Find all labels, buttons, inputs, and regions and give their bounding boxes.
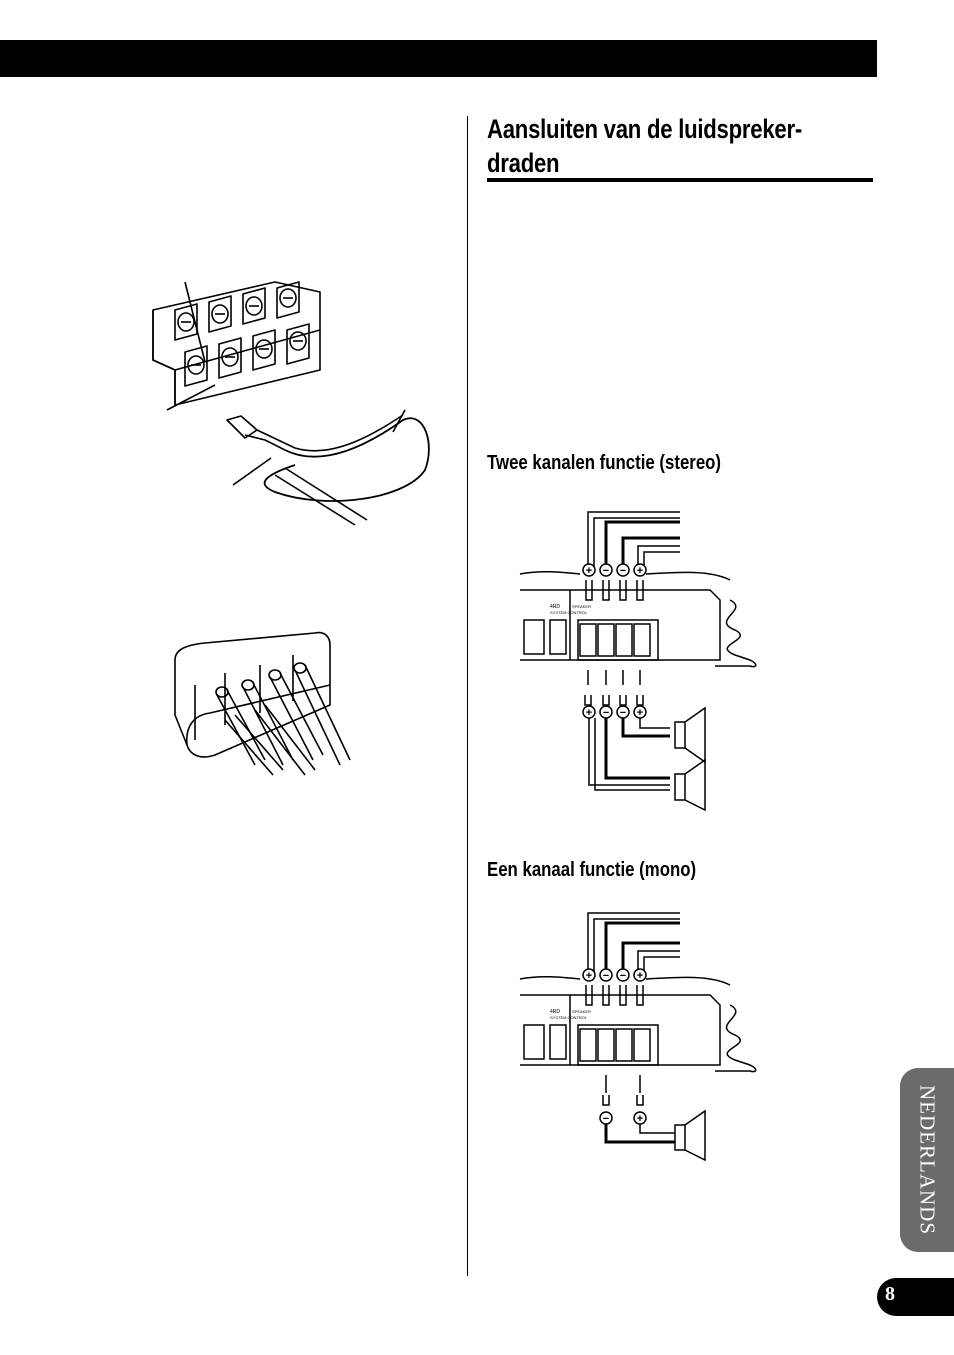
page-number-badge: 8 [877, 1278, 954, 1316]
language-label: NEDERLANDS [915, 1085, 940, 1235]
terminal-cover-illustration [174, 631, 351, 776]
stereo-bottom-sign-3: − [620, 707, 626, 719]
column-divider [467, 116, 468, 1276]
mono-top-sign-4: + [637, 970, 643, 982]
mono-amp-label-speaker: SPEAKER [572, 1009, 591, 1014]
stereo-wiring-diagram: 4RD SYSTEM CONTROL SPEAKER + − − + + − −… [519, 511, 757, 812]
section-title-line2: draden [487, 148, 560, 178]
stereo-bottom-sign-1: + [586, 707, 592, 719]
mono-bottom-sign-2: + [637, 1113, 643, 1125]
mono-wiring-diagram: 4RD SYSTEM CONTROL SPEAKER + − − + − + [519, 912, 757, 1162]
stereo-top-sign-3: − [620, 565, 626, 577]
amp-label-4rd: 4RD [550, 604, 560, 610]
stereo-caption: Twee kanalen functie (stereo) [487, 452, 722, 474]
mono-top-sign-2: − [603, 970, 609, 982]
page-number: 8 [885, 1283, 895, 1305]
stereo-bottom-sign-2: − [603, 707, 609, 719]
mono-amp-label-4rd: 4RD [550, 1009, 560, 1015]
mono-caption: Een kanaal functie (mono) [487, 859, 697, 881]
header-bar [0, 40, 877, 77]
title-underline [487, 178, 873, 182]
stereo-top-sign-1: + [586, 565, 592, 577]
stereo-bottom-sign-4: + [637, 707, 643, 719]
mono-amp-label-system-control: SYSTEM CONTROL [550, 1015, 588, 1020]
language-tab: NEDERLANDS [900, 1068, 954, 1252]
section-title-line1: Aansluiten van de luidspreker- [487, 114, 802, 144]
amp-label-system-control: SYSTEM CONTROL [550, 610, 588, 615]
stereo-top-sign-4: + [637, 565, 643, 577]
stereo-top-sign-2: − [603, 565, 609, 577]
amp-label-speaker: SPEAKER [572, 604, 591, 609]
section-title: Aansluiten van de luidspreker- draden [487, 112, 807, 180]
mono-bottom-sign-1: − [603, 1113, 609, 1125]
mono-top-sign-3: − [620, 970, 626, 982]
mono-top-sign-1: + [586, 970, 592, 982]
terminal-block-illustration [152, 281, 430, 526]
